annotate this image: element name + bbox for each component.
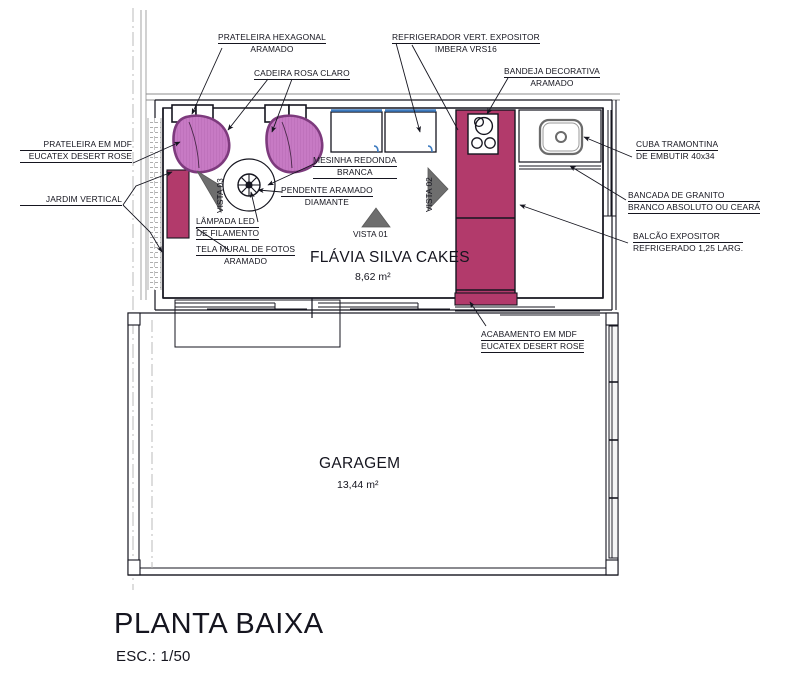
annotation-line2: ARAMADO xyxy=(223,256,268,267)
annotation-tela-mural-de-fotos: TELA MURAL DE FOTOS ARAMADO xyxy=(196,244,296,267)
acabamento-mdf-strip xyxy=(454,292,518,306)
annotation-line1: CUBA TRAMONTINA xyxy=(636,139,719,152)
vista-03-marker xyxy=(196,170,222,214)
annotation-line1: BANCADA DE GRANITO xyxy=(628,190,761,203)
garagem-sliding-gate xyxy=(608,325,619,559)
room-name-garage: GARAGEM xyxy=(319,455,401,472)
annotation-line1: TELA MURAL DE FOTOS xyxy=(196,244,296,257)
annotation-lampada-led: LÂMPADA LED DE FILAMENTO xyxy=(196,216,260,241)
annotation-line2: BRANCO ABSOLUTO OU CEARÁ xyxy=(628,202,761,215)
refrigerador-vert-expositor-2 xyxy=(384,109,437,153)
annotation-line1: LÂMPADA LED xyxy=(196,216,260,229)
room-name-shop: FLÁVIA SILVA CAKES xyxy=(310,249,470,266)
vista-02-marker xyxy=(427,167,449,211)
drawing-scale: ESC.: 1/50 xyxy=(116,648,191,665)
garagem-platform xyxy=(174,299,341,348)
annotation-acabamento-em-mdf: ACABAMENTO EM MDF EUCATEX DESERT ROSE xyxy=(481,329,585,354)
vista-01-label: VISTA 01 xyxy=(353,229,388,239)
annotation-line1: BALCÃO EXPOSITOR xyxy=(633,231,744,244)
drawing-title: PLANTA BAIXA xyxy=(114,608,324,640)
vista-02-label: VISTA 02 xyxy=(424,177,434,212)
annotation-line2: EUCATEX DESERT ROSE xyxy=(20,151,132,164)
annotation-bandeja-decorativa: BANDEJA DECORATIVA ARAMADO xyxy=(504,66,600,89)
annotation-line2: BRANCA xyxy=(313,167,397,180)
annotation-prateleira-hexagonal: PRATELEIRA HEXAGONAL ARAMADO xyxy=(218,32,326,55)
annotation-line1: JARDIM VERTICAL xyxy=(20,194,122,207)
shop-sliding-doors xyxy=(175,298,600,318)
annotation-line1: MESINHA REDONDA xyxy=(313,155,397,168)
cadeira-rosa-claro-2 xyxy=(265,114,324,174)
annotation-bancada-de-granito: BANCADA DE GRANITO BRANCO ABSOLUTO OU CE… xyxy=(628,190,761,215)
annotation-pendente-aramado: PENDENTE ARAMADO DIAMANTE xyxy=(281,185,373,208)
cadeira-rosa-claro-1 xyxy=(172,114,231,174)
annotation-line1: PENDENTE ARAMADO xyxy=(281,185,373,198)
annotation-balcao-expositor: BALCÃO EXPOSITOR REFRIGERADO 1,25 LARG. xyxy=(633,231,744,254)
annotation-line2: DE FILAMENTO xyxy=(196,228,260,241)
right-wall-detail xyxy=(603,100,617,310)
annotation-prateleira-em-mdf: PRATELEIRA EM MDF EUCATEX DESERT ROSE xyxy=(20,139,132,164)
refrigerador-vert-expositor-1 xyxy=(330,109,383,153)
annotation-line2: IMBERA VRS16 xyxy=(434,44,497,55)
annotation-cuba-tramontina: CUBA TRAMONTINA DE EMBUTIR 40x34 xyxy=(636,139,719,162)
annotation-line2: ARAMADO xyxy=(530,78,574,89)
jardim-vertical-strip xyxy=(147,118,162,290)
annotation-line2: REFRIGERADO 1,25 LARG. xyxy=(633,243,744,254)
annotation-line1: PRATELEIRA HEXAGONAL xyxy=(218,32,326,45)
annotation-cadeira-rosa-claro: CADEIRA ROSA CLARO xyxy=(254,68,350,81)
annotation-line1: ACABAMENTO EM MDF xyxy=(481,329,585,342)
annotation-refrigerador-vert-expositor: REFRIGERADOR VERT. EXPOSITOR IMBERA VRS1… xyxy=(392,32,540,55)
annotation-line1: PRATELEIRA EM MDF xyxy=(20,139,132,152)
room-area-garage: 13,44 m² xyxy=(337,479,379,491)
annotation-line2: DE EMBUTIR 40x34 xyxy=(636,151,715,162)
annotation-jardim-vertical: JARDIM VERTICAL xyxy=(20,194,122,207)
annotation-line2: DIAMANTE xyxy=(304,197,349,208)
annotation-mesinha-redonda: MESINHA REDONDA BRANCA xyxy=(313,155,397,180)
prateleira-mdf-shelf xyxy=(166,169,190,239)
leader-lines xyxy=(122,42,633,327)
vista-01-marker xyxy=(361,207,391,228)
vista-03-label: VISTA 03 xyxy=(215,178,225,213)
bandeja-decorativa-aramado xyxy=(467,113,499,155)
annotation-line2: ARAMADO xyxy=(250,44,294,55)
cuba-tramontina-sink xyxy=(538,118,584,156)
annotation-line1: BANDEJA DECORATIVA xyxy=(504,66,600,79)
annotation-line1: REFRIGERADOR VERT. EXPOSITOR xyxy=(392,32,540,45)
annotation-line2: EUCATEX DESERT ROSE xyxy=(481,341,585,354)
shop-walls xyxy=(154,99,613,311)
room-area-shop: 8,62 m² xyxy=(355,271,391,283)
pendente-aramado-diamante xyxy=(237,173,261,197)
annotation-line1: CADEIRA ROSA CLARO xyxy=(254,68,350,81)
